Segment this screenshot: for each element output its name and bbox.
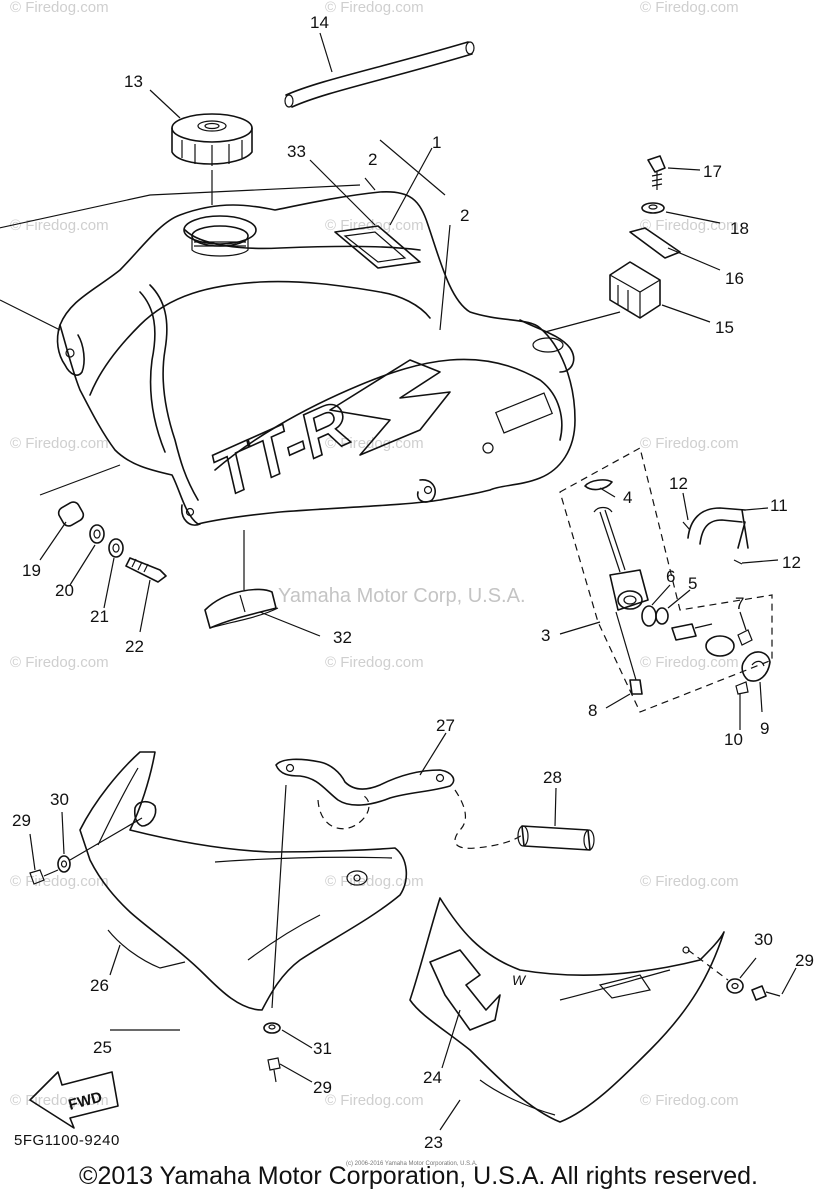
watermark: © Firedog.com [10,654,109,671]
part-label: 7 [735,594,744,613]
part-label: 12 [669,474,688,493]
fuel-tank: TT-R [56,190,576,526]
watermark: © Firedog.com [10,873,109,890]
watermark: © Firedog.com [640,217,739,234]
tiny-notice: (c) 2006-2016 Yamaha Motor Corporation, … [346,1161,478,1167]
part-label: 33 [287,142,306,161]
part-label: 2 [460,206,469,225]
part-label: 3 [541,626,550,645]
part-label: 4 [623,488,632,507]
part-label: 31 [313,1039,332,1058]
part-label: 23 [424,1133,443,1152]
part-label: 21 [90,607,109,626]
side-cover-left [79,751,408,1011]
watermark: © Firedog.com [640,654,739,671]
part-label: 18 [730,219,749,238]
part-label: 19 [22,561,41,580]
bracket [275,758,455,806]
diagram-code: 5FG1100-9240 [14,1132,120,1149]
part-label: 30 [754,930,773,949]
part-label: 22 [125,637,144,656]
watermark: © Firedog.com [640,873,739,890]
part-label: 24 [423,1068,442,1087]
breather-hose [284,41,475,108]
fuel-hose [682,507,749,565]
watermark: © Firedog.com [640,1092,739,1109]
watermark: © Firedog.com [325,873,424,890]
part-label: 11 [770,496,788,515]
watermark: © Firedog.com [640,435,739,452]
vent-hose [517,825,595,851]
watermark: © Firedog.com [640,0,739,16]
watermark: © Firedog.com [325,1092,424,1109]
part-label: 2 [368,150,377,169]
watermark: © Firedog.com [10,435,109,452]
part-label: 13 [124,72,143,91]
watermark: © Firedog.com [325,0,424,16]
part-label: 28 [543,768,562,787]
watermark: © Firedog.com [325,654,424,671]
part-label: 29 [12,811,31,830]
part-label: 16 [725,269,744,288]
part-label: 8 [588,701,597,720]
part-label: 5 [688,574,697,593]
copyright-notice: ©2013 Yamaha Motor Corporation, U.S.A. A… [79,1162,758,1190]
mount-bolt-set [57,501,167,583]
part-label: 12 [782,553,801,572]
center-watermark: Yamaha Motor Corp, U.S.A. [278,585,526,607]
tank-cushion [204,588,279,629]
part-label: 25 [93,1038,112,1057]
part-number-labels: 1 2 2 3 4 5 6 7 8 9 10 11 12 12 13 14 15… [12,13,814,1152]
part-label: 30 [50,790,69,809]
tank-damper-parts [609,155,681,319]
leader-lines [0,32,797,1131]
watermark: © Firedog.com [10,217,109,234]
part-label: 15 [715,318,734,337]
part-label: 14 [310,13,329,32]
part-label: 27 [436,716,455,735]
part-label: 6 [666,567,675,586]
part-label: 10 [724,730,743,749]
part-label: 20 [55,581,74,600]
svg-text:W: W [512,972,527,988]
part-label: 17 [703,162,722,181]
part-label: 1 [432,133,441,152]
part-label: 26 [90,976,109,995]
fuel-cap [171,113,253,166]
part-label: 32 [333,628,352,647]
fuel-cock [584,479,771,695]
part-label: 9 [760,719,769,738]
watermark: © Firedog.com [10,0,109,16]
side-cover-right: W [409,897,725,1123]
part-label: 29 [313,1078,332,1097]
part-label: 29 [795,951,814,970]
